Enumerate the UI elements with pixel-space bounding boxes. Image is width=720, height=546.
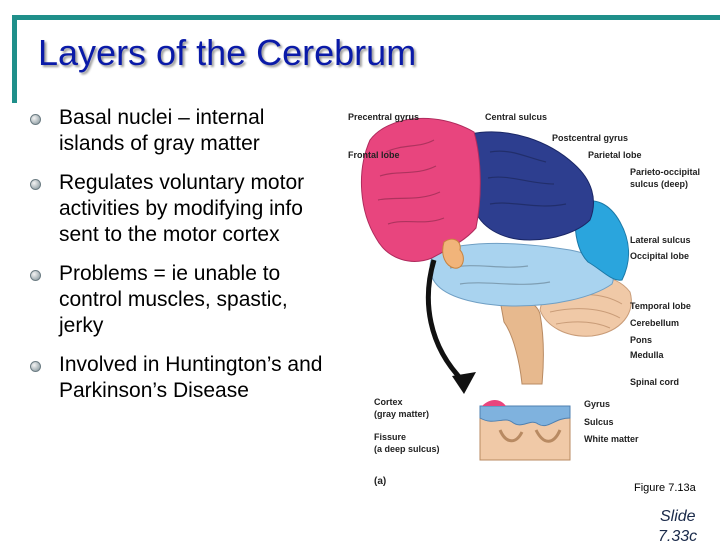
bullet-icon xyxy=(30,270,41,281)
bullet-icon xyxy=(30,179,41,190)
brain-figure: Precentral gyrus Central sulcus Postcent… xyxy=(340,100,710,495)
label-precentral-gyrus: Precentral gyrus xyxy=(348,112,420,122)
zoom-arrow-head xyxy=(452,372,476,394)
label-frontal-lobe: Frontal lobe xyxy=(348,150,400,160)
label-parieto-occipital: Parieto-occipital xyxy=(630,167,701,177)
frontal-lobe-region xyxy=(361,117,481,262)
slide-title: Layers of the Cerebrum xyxy=(38,32,417,73)
label-gray-matter: (gray matter) xyxy=(374,409,430,419)
label-occipital-lobe: Occipital lobe xyxy=(630,251,690,261)
temporal-lobe-region xyxy=(429,243,614,307)
label-deep-sulcus: (a deep sulcus) xyxy=(374,444,440,454)
label-pons: Pons xyxy=(630,335,653,345)
bullet-text: Problems = ie unable to control muscles,… xyxy=(59,262,288,337)
label-spinal-cord: Spinal cord xyxy=(630,377,680,387)
brain-illustration xyxy=(361,117,632,461)
label-lateral-sulcus: Lateral sulcus xyxy=(630,235,691,245)
bullet-text: Involved in Huntington’s and Parkinson’s… xyxy=(59,353,323,402)
label-parietal-lobe: Parietal lobe xyxy=(588,150,642,160)
label-temporal-lobe: Temporal lobe xyxy=(630,301,691,311)
label-medulla: Medulla xyxy=(630,350,664,360)
label-postcentral-gyrus: Postcentral gyrus xyxy=(552,133,629,143)
label-white-matter: White matter xyxy=(584,434,639,444)
label-gyrus: Gyrus xyxy=(584,399,611,409)
brainstem-region xyxy=(499,298,544,385)
slide-number-label: Slide xyxy=(660,508,696,525)
parietal-lobe-region xyxy=(466,131,594,241)
bullet-icon xyxy=(30,114,41,125)
label-fissure: Fissure xyxy=(374,432,407,442)
bullet-item: Involved in Huntington’s and Parkinson’s… xyxy=(30,352,330,404)
bullet-text: Basal nuclei – internal islands of gray … xyxy=(59,106,265,155)
figure-caption: Figure 7.13a xyxy=(634,482,696,494)
bullet-text: Regulates voluntary motor activities by … xyxy=(59,171,305,246)
bullet-item: Regulates voluntary motor activities by … xyxy=(30,170,330,248)
label-parieto-occipital-deep: sulcus (deep) xyxy=(630,179,689,189)
left-accent-bar xyxy=(12,15,17,103)
bullet-list: Basal nuclei – internal islands of gray … xyxy=(30,105,330,417)
bullet-item: Problems = ie unable to control muscles,… xyxy=(30,261,330,339)
panel-label: (a) xyxy=(374,476,387,487)
basal-nuclei-highlight xyxy=(442,238,464,269)
label-sulcus: Sulcus xyxy=(584,417,614,427)
bullet-item: Basal nuclei – internal islands of gray … xyxy=(30,105,330,157)
label-cortex: Cortex xyxy=(374,397,403,407)
label-central-sulcus: Central sulcus xyxy=(485,112,548,122)
zoom-arrow xyxy=(425,259,466,384)
top-accent-bar xyxy=(12,15,720,20)
bullet-icon xyxy=(30,361,41,372)
slide-number-value: 7.33c xyxy=(658,528,698,545)
label-cerebellum: Cerebellum xyxy=(630,318,680,328)
